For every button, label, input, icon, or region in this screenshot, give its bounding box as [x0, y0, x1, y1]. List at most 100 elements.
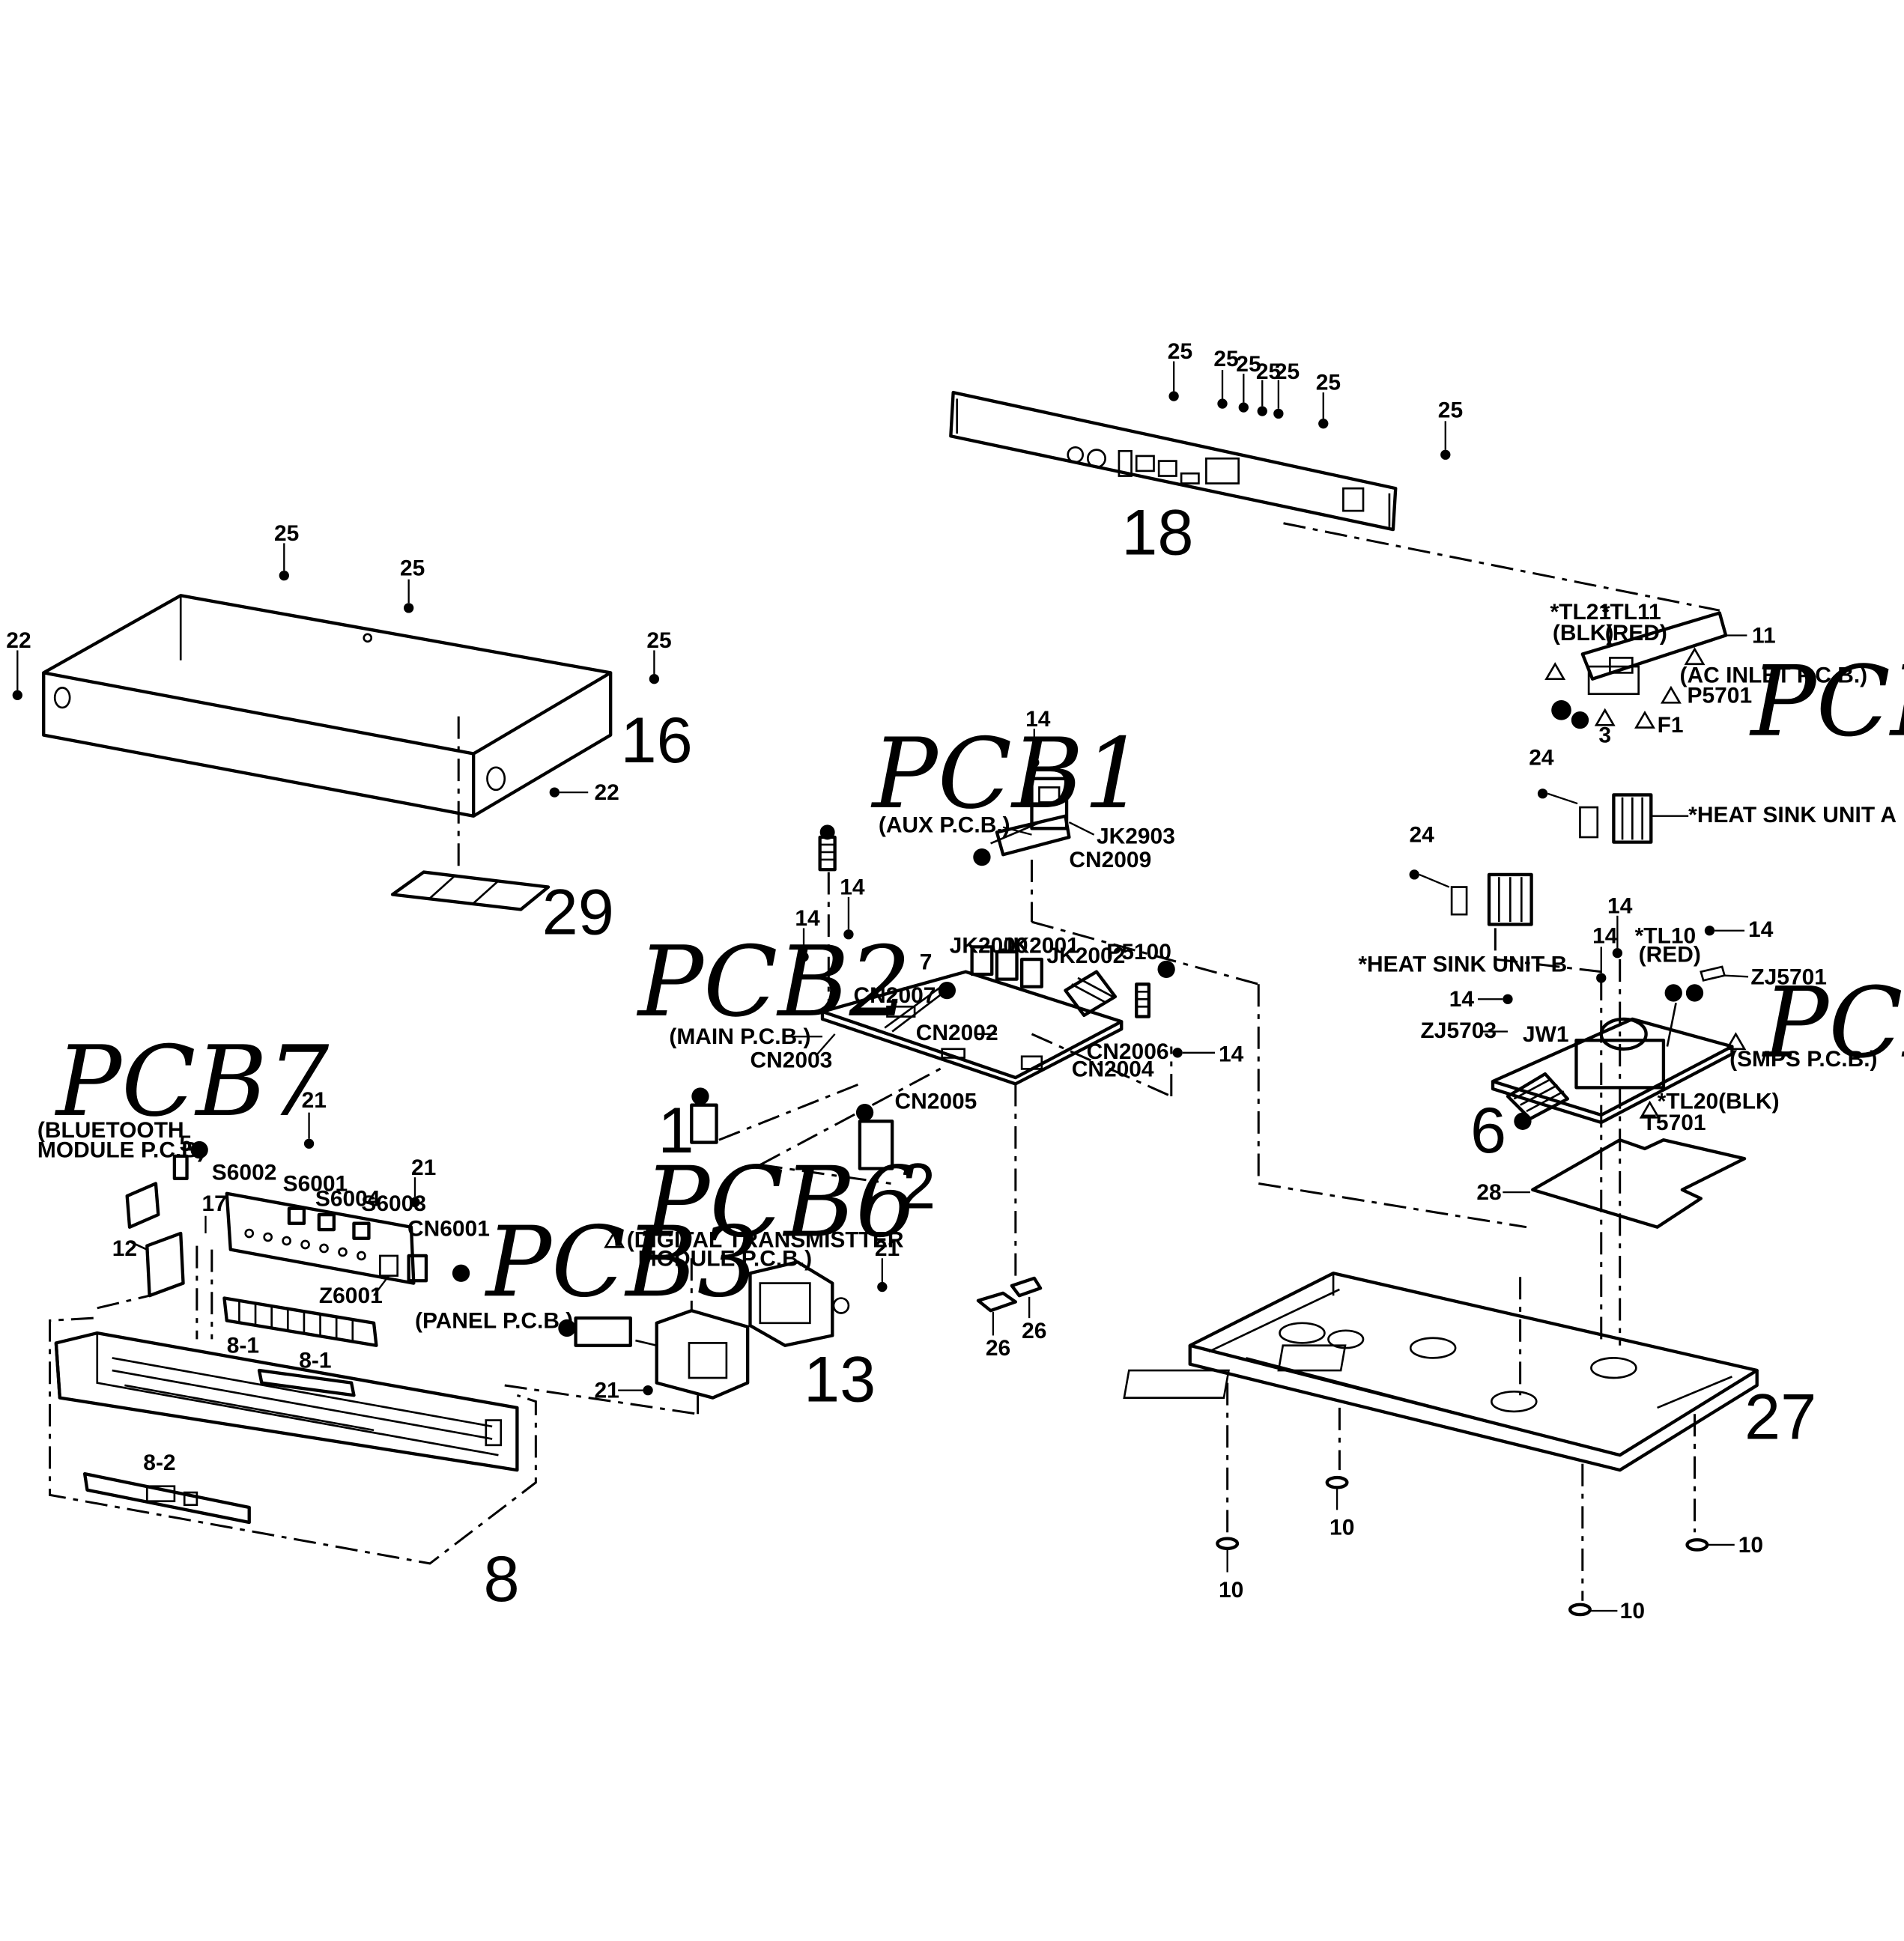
label-s6003: S6003: [361, 1191, 426, 1216]
label-8-2: 8-2: [143, 1451, 175, 1475]
aux-pcb: [973, 777, 1527, 1229]
label-zj5701: ZJ5701: [1750, 965, 1827, 989]
warning-icon: [604, 1230, 625, 1248]
label-cn2006: CN2006: [1087, 1039, 1169, 1064]
label-blk: (BLK): [1553, 621, 1613, 646]
part-number-6: 6: [1470, 1095, 1506, 1167]
handwritten-pcb2: PCB2: [637, 926, 911, 1039]
rubber-feet-26: [976, 1276, 1043, 1336]
zj5701-part: [1700, 965, 1726, 982]
label-24: 24: [1529, 746, 1554, 771]
label-25: 25: [646, 628, 671, 653]
flat-cable-1: [690, 1082, 861, 1144]
label-28: 28: [1476, 1180, 1501, 1205]
label-tl11: *TL11: [1601, 600, 1661, 625]
sheet-29: [390, 870, 551, 911]
label-21: 21: [875, 1236, 900, 1261]
part-number-16: 16: [620, 705, 692, 777]
part-number-13: 13: [804, 1344, 876, 1416]
label-14: 14: [1592, 923, 1618, 948]
label-25: 25: [400, 556, 425, 581]
part-number-8: 8: [483, 1543, 519, 1615]
panel-pcb: [210, 1191, 470, 1340]
label-25: 25: [1213, 347, 1238, 371]
label-17: 17: [202, 1191, 227, 1216]
label-14: 14: [1607, 893, 1633, 918]
label-cn2005: CN2005: [894, 1090, 977, 1114]
label-jk2000: JK2000: [950, 934, 1028, 959]
label-jk2903: JK2903: [1097, 824, 1175, 848]
part-number-2: 2: [900, 1151, 936, 1223]
label-tl20-blk: *TL20(BLK): [1658, 1090, 1780, 1114]
warning-icon: [1725, 1032, 1747, 1051]
handwritten-pcb7: PCB7: [55, 1025, 330, 1138]
label-22: 22: [595, 780, 619, 805]
warning-icon: [1639, 1100, 1661, 1119]
label-heat-sink-unit-a: *HEAT SINK UNIT A: [1688, 803, 1897, 827]
rear-panel-screws: [1168, 361, 1451, 460]
label-24: 24: [1410, 823, 1435, 848]
label-t5701: T5701: [1643, 1111, 1706, 1135]
label-10: 10: [1219, 1578, 1243, 1603]
part-number-18: 18: [1121, 496, 1193, 568]
label-10: 10: [1620, 1599, 1645, 1623]
label-p5701: P5701: [1688, 683, 1753, 708]
label-aux-pcb: (AUX P.C.B.): [879, 812, 1010, 837]
label-21: 21: [411, 1155, 436, 1180]
label-cn2009: CN2009: [1069, 848, 1151, 872]
label-21: 21: [302, 1088, 327, 1113]
label-jk2001: JK2001: [1001, 934, 1079, 959]
flat-cable-2: [760, 1064, 948, 1185]
warning-icon: [1634, 710, 1655, 729]
label-25: 25: [1275, 359, 1300, 384]
label-p5100: P5100: [1106, 940, 1171, 965]
label-8-1: 8-1: [299, 1349, 331, 1373]
label-jk2002: JK2002: [1046, 944, 1125, 968]
warning-icon: [1684, 647, 1706, 666]
main-pcb: [820, 872, 1175, 1284]
label-module-pcb: MODULE P.C.B.): [638, 1246, 812, 1271]
label-red: (RED): [1605, 621, 1667, 646]
label-s6001: S6001: [283, 1171, 348, 1196]
label-14: 14: [1748, 917, 1774, 942]
label-z6001: Z6001: [319, 1284, 383, 1308]
label-14: 14: [1025, 707, 1051, 732]
label-cn2007: CN2007: [854, 983, 936, 1008]
heat-sink-b: [1409, 869, 1601, 973]
label-heat-sink-unit-b: *HEAT SINK UNIT B: [1358, 953, 1567, 977]
label-ac-inlet-pcb: (AC INLET P.C.B.): [1680, 663, 1868, 688]
label-3: 3: [1598, 723, 1611, 748]
label-22: 22: [6, 628, 31, 653]
label-14: 14: [795, 906, 820, 931]
label-7: 7: [920, 950, 933, 974]
chassis-feet: [1216, 1475, 1735, 1617]
label-tl21: *TL21: [1550, 600, 1612, 625]
label-14: 14: [840, 875, 865, 900]
label-s6002: S6002: [212, 1160, 277, 1185]
label-cn2002: CN2002: [916, 1021, 998, 1045]
label-11: 11: [1752, 623, 1776, 648]
main-pcb-screws: [798, 824, 1216, 1058]
label-25: 25: [1168, 339, 1192, 364]
label-8-1: 8-1: [227, 1334, 259, 1358]
part-number-27: 27: [1744, 1382, 1816, 1454]
top-cover: [42, 594, 613, 872]
label-26: 26: [1022, 1319, 1046, 1343]
warning-icon: [1544, 662, 1566, 681]
handwritten-pcb4: PCB4: [1762, 967, 1904, 1080]
label-12: 12: [112, 1236, 137, 1261]
part-number-29: 29: [542, 877, 614, 949]
heat-sink-a: [1537, 789, 1653, 844]
bottom-chassis: [1123, 1272, 1759, 1601]
label-10: 10: [1738, 1533, 1763, 1558]
label-25: 25: [1236, 352, 1261, 377]
label-25: 25: [274, 521, 299, 546]
handwritten-pcb3: PCB3: [485, 1206, 759, 1319]
smps-pcb: [1491, 959, 1734, 1346]
label-14: 14: [1449, 987, 1475, 1012]
sheet-28: [1531, 1138, 1747, 1229]
label-bluetooth: (BLUETOOTH: [37, 1118, 184, 1143]
handwritten-pcb6: PCB6: [643, 1146, 917, 1259]
label-25: 25: [1438, 398, 1463, 422]
